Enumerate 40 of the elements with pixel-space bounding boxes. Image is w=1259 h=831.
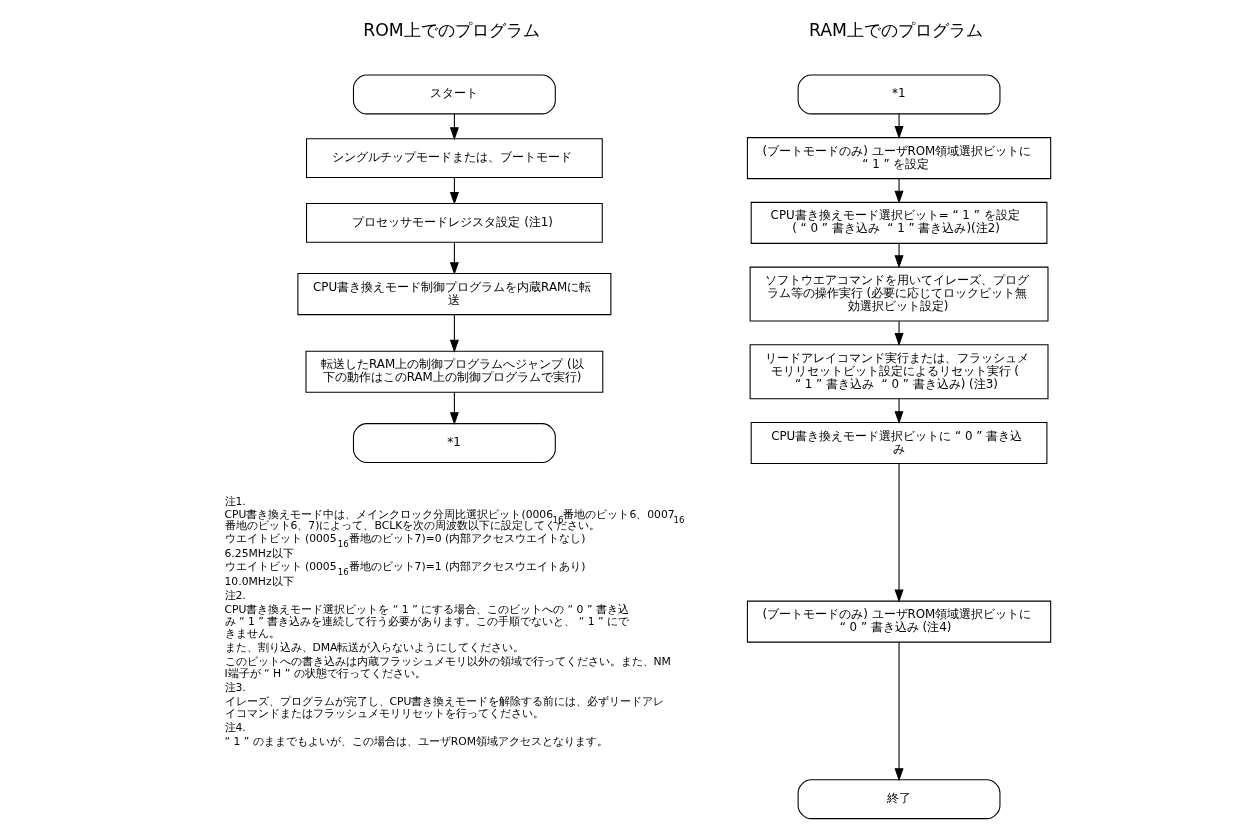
label: RAM上でのプログラム	[808, 19, 983, 40]
label: ウエイトビット (0005$_{16}$番地のビット7)=0 (内部アクセスウエイトなし)	[224, 531, 586, 549]
node-box: リードアレイコマンド実行または、フラッシュメモリリセットビット設定によるリセット実行 ( “ 1 ” 書き込み “ 0 ” 書き込み) (注3)	[749, 344, 1049, 400]
label: 注2.	[224, 588, 246, 602]
arrow	[894, 178, 904, 204]
label: 注3.	[224, 680, 246, 694]
arrow	[894, 641, 904, 782]
node-box: *1	[352, 423, 556, 463]
arrow	[449, 241, 459, 276]
node-box: *1	[797, 74, 1001, 115]
label: ROM上でのプログラム	[363, 19, 540, 40]
label: ウエイトビット (0005$_{16}$番地のビット7)=1 (内部アクセスウエイトあり)	[224, 559, 586, 577]
node-box: プロセッサモードレジスタ設定 (注1)	[306, 202, 603, 243]
node-box: (ブートモードのみ) ユーザROM領域選択ビットに “ 1 ” を設定	[746, 137, 1052, 180]
node-box: 転送したRAM上の制御プログラムへジャンプ (以下の動作はこのRAM上の制御プログラムで実行)	[305, 350, 604, 393]
arrow	[894, 463, 904, 603]
node-box: シングルチップモードまたは、ブートモード	[306, 138, 603, 179]
label: 6.25MHz以下	[224, 546, 294, 560]
arrow	[449, 391, 459, 426]
label: CPU書き換えモード中は、メインクロック分周比選択ビット(0006$_{16}$番地のビット6、0007$_{16}$番地のビット6、7)によって、BCLKを次の周波数以下に設定してください。	[224, 508, 685, 532]
label: 注4.	[224, 720, 246, 734]
label: CPU書き換えモード選択ビットを “ 1 ” にする場合、このビットへの “ 0 ” 書き込み “ 1 ” 書き込みを連続して行う必要があります。この手順でないと、 “ 1 ” にできません。	[224, 603, 629, 640]
node-box: CPU書き換えモード制御プログラムを内蔵RAMに転送	[297, 273, 612, 316]
node-box: CPU書き換えモード選択ビットに “ 0 ” 書き込み	[750, 421, 1048, 465]
label: 注1.	[224, 495, 246, 509]
label: イレーズ、プログラムが完了し、CPU書き換えモードを解除する前には、必ずリードアレイコマンドまたはフラッシュメモリリセットを行ってください。	[224, 694, 665, 720]
node-box: ソフトウエアコマンドを用いてイレーズ、プログラム等の操作実行 (必要に応じてロックビット無効選択ビット設定)	[749, 266, 1049, 322]
label: また、割り込み、DMA転送が入らないようにしてください。	[224, 640, 525, 654]
arrow	[894, 113, 904, 139]
label: “ 1 ” のままでもよいが、この場合は、ユーザROM領域アクセスとなります。	[224, 734, 609, 748]
arrow	[894, 398, 904, 425]
node-box: (ブートモードのみ) ユーザROM領域選択ビットに “ 0 ” 書き込み (注4)	[746, 600, 1052, 643]
arrow	[894, 320, 904, 347]
node-box: 終了	[797, 779, 1001, 820]
node-box: CPU書き換えモード選択ビット= “ 1 ” を設定 ( “ 0 ” 書き込み “ 1 ” 書き込み)(注2)	[750, 201, 1048, 244]
arrow	[449, 314, 459, 353]
label: 10.0MHz以下	[224, 574, 294, 588]
node-box: スタート	[352, 74, 556, 115]
label: このビットへの書き込みは内蔵フラッシュメモリ以外の領域で行ってください。また、NMI端子が “ H ” の状態で行ってください。	[224, 654, 671, 680]
arrow	[894, 243, 904, 269]
